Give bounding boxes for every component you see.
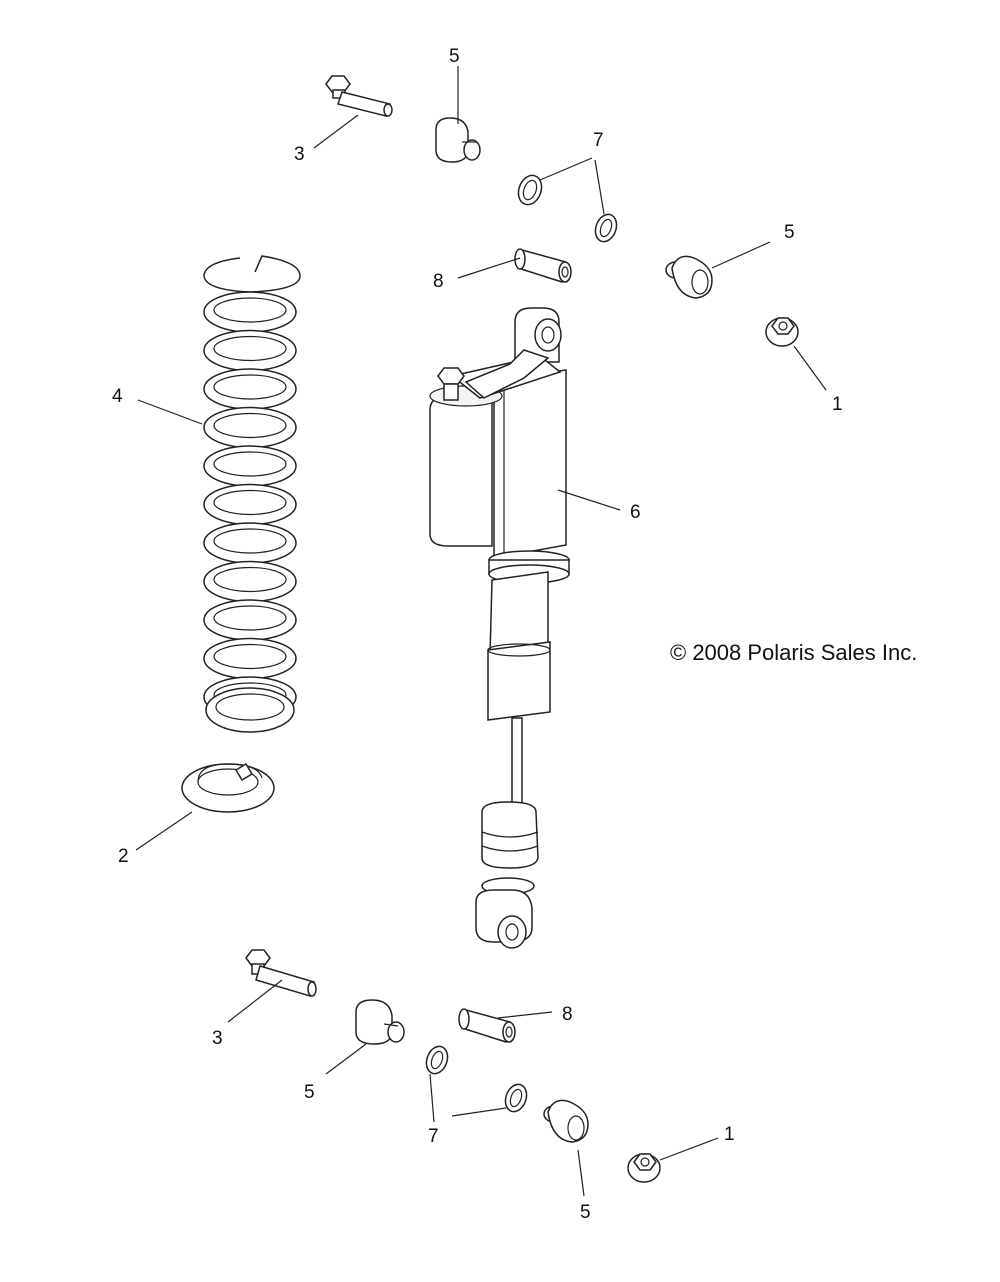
washer-icon <box>594 213 618 243</box>
washer-icon <box>425 1045 449 1075</box>
flange-nut-icon <box>765 317 799 347</box>
callout-2: 2 <box>118 846 129 867</box>
callout-8-bottom: 8 <box>562 1004 573 1025</box>
coil-spring-icon <box>203 255 301 733</box>
callout-5-top: 5 <box>449 46 460 67</box>
flange-nut-icon <box>627 1153 661 1183</box>
bushing-icon <box>543 1099 589 1143</box>
shock-absorber-icon <box>429 307 570 949</box>
callout-5-bottom-left: 5 <box>304 1082 315 1103</box>
sleeve-icon <box>514 248 572 283</box>
bolt-icon <box>245 949 317 997</box>
callout-3-bottom: 3 <box>212 1028 223 1049</box>
callout-7-bottom: 7 <box>428 1126 439 1147</box>
bushing-icon <box>435 117 481 163</box>
callout-4: 4 <box>112 386 123 407</box>
bushing-icon <box>355 999 405 1045</box>
washer-icon <box>517 174 543 206</box>
sleeve-icon <box>458 1008 516 1043</box>
callout-5-bottom-right: 5 <box>580 1202 591 1223</box>
callout-7-top: 7 <box>593 130 604 151</box>
copyright-text: © 2008 Polaris Sales Inc. <box>670 640 918 665</box>
washer-icon <box>504 1083 528 1113</box>
callout-3-top: 3 <box>294 144 305 165</box>
callout-1-top: 1 <box>832 394 843 415</box>
callout-5-mid: 5 <box>784 222 795 243</box>
callout-1-bottom: 1 <box>724 1124 735 1145</box>
spring-retainer-icon <box>181 762 275 813</box>
bushing-icon <box>665 255 713 299</box>
callout-8-top: 8 <box>433 271 444 292</box>
callout-6: 6 <box>630 502 641 523</box>
bolt-icon <box>325 75 393 117</box>
